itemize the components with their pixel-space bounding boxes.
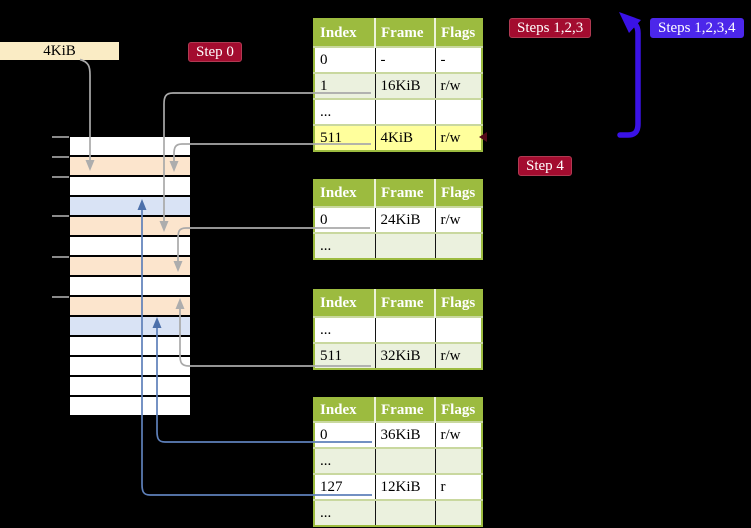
table-row: 127 12KiB r (314, 473, 482, 500)
memory-row-peach (70, 297, 190, 315)
column-header-flags: Flags (435, 398, 482, 422)
tick-mark (52, 256, 69, 258)
page-table-1: Index Frame Flags 0 - - 1 16KiB r/w ... … (313, 18, 483, 152)
column-header-index: Index (314, 19, 376, 47)
column-header-frame: Frame (375, 290, 436, 317)
table-row: 1 16KiB r/w (314, 72, 482, 99)
table-row: ... (314, 499, 482, 526)
memory-row-white (70, 237, 190, 255)
table-row: ... (314, 232, 482, 259)
memory-row-white (70, 177, 190, 195)
steps1234-badge: Steps 1,2,3,4 (650, 18, 744, 38)
column-header-index: Index (314, 180, 376, 207)
memory-row-white (70, 357, 190, 375)
column-header-frame: Frame (375, 398, 436, 422)
steps123-badge: Steps 1,2,3 (509, 18, 592, 38)
memory-row-white (70, 397, 190, 415)
table-row: 0 - - (314, 46, 482, 73)
memory-row-peach (70, 257, 190, 275)
table-row: ... (314, 98, 482, 125)
column-header-frame: Frame (375, 19, 436, 47)
tick-mark (52, 176, 69, 178)
column-header-flags: Flags (435, 290, 482, 317)
memory-row-white (70, 277, 190, 295)
tick-mark (52, 296, 69, 298)
table-row: ... (314, 447, 482, 474)
table-row-highlighted: 511 4KiB r/w (314, 124, 482, 151)
memory-row-blue (70, 197, 190, 215)
column-header-index: Index (314, 398, 376, 422)
step4-badge: Step 4 (518, 156, 572, 176)
page-table-3: Index Frame Flags ... 511 32KiB r/w (313, 289, 483, 370)
memory-row-white (70, 137, 190, 155)
table-row: 0 24KiB r/w (314, 206, 482, 233)
tick-mark (52, 215, 69, 217)
step0-badge: Step 0 (188, 42, 242, 62)
page-table-4: Index Frame Flags 0 36KiB r/w ... 127 12… (313, 397, 483, 527)
column-header-flags: Flags (435, 180, 482, 207)
table-row: 511 32KiB r/w (314, 342, 482, 369)
table-row: ... (314, 316, 482, 343)
column-header-frame: Frame (375, 180, 436, 207)
memory-row-white (70, 377, 190, 395)
memory-row-peach (70, 217, 190, 235)
memory-row-blue (70, 317, 190, 335)
table-row: 0 36KiB r/w (314, 421, 482, 448)
physical-memory-stack (70, 137, 190, 415)
tick-mark (52, 136, 69, 138)
column-header-flags: Flags (435, 19, 482, 47)
memory-row-peach (70, 157, 190, 175)
frame-size-label: 4KiB (0, 42, 119, 60)
big-blue-arrow (617, 19, 641, 138)
page-table-2: Index Frame Flags 0 24KiB r/w ... (313, 179, 483, 260)
column-header-index: Index (314, 290, 376, 317)
big-blue-arrowhead-icon (619, 12, 641, 33)
tick-mark (52, 156, 69, 158)
memory-row-white (70, 337, 190, 355)
